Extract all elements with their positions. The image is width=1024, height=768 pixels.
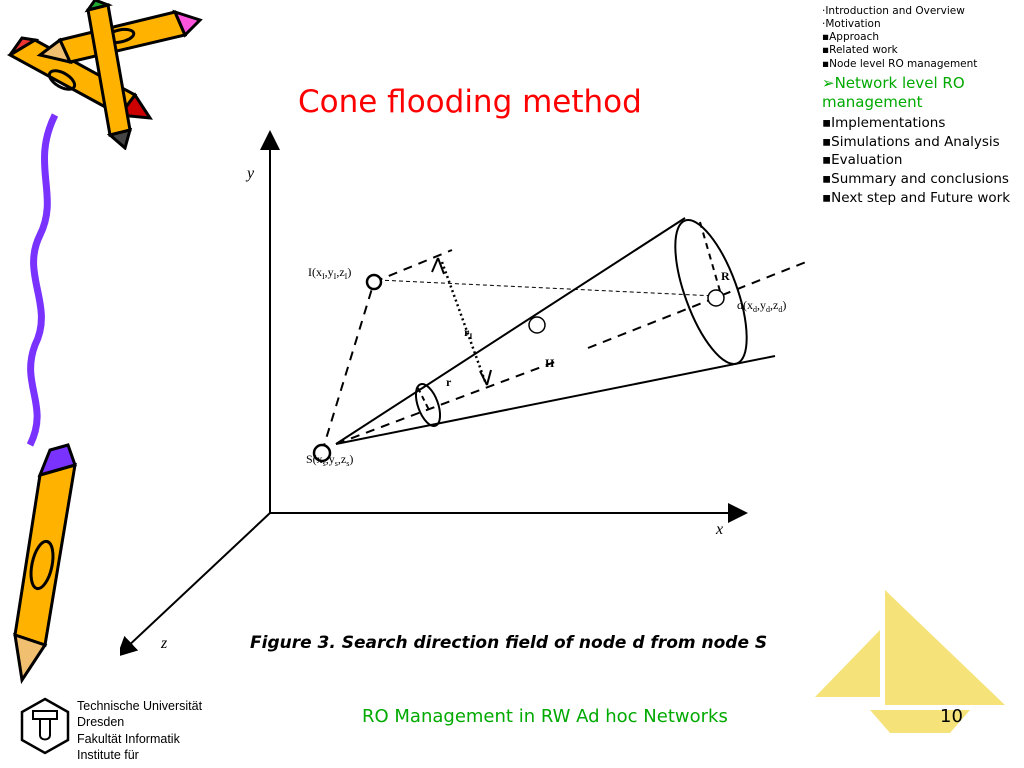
university-line-1: Technische Universität bbox=[77, 699, 203, 713]
arrowhead-top bbox=[431, 257, 445, 275]
axis-dashed-line bbox=[335, 359, 561, 445]
scribble-and-pencil bbox=[13, 113, 77, 685]
slide-title: Cone flooding method bbox=[298, 84, 642, 120]
axis-dashed-line-2 bbox=[587, 261, 807, 349]
figure-caption: Figure 3. Search direction field of node… bbox=[250, 633, 768, 653]
agenda-item: ·Motivation bbox=[822, 18, 881, 31]
I-d-thin-dashed bbox=[377, 279, 717, 297]
university-line-4: Institute für bbox=[77, 747, 139, 762]
label-I: I(xI,yI,zI) bbox=[308, 265, 351, 281]
agenda-item: ▪Implementations bbox=[822, 114, 946, 131]
university-line-3: Fakultät Informatik bbox=[77, 731, 180, 746]
label-R: R bbox=[721, 269, 730, 283]
node-I bbox=[365, 273, 383, 291]
node-S bbox=[312, 443, 332, 463]
pencil-icon bbox=[13, 443, 77, 685]
node-d bbox=[707, 289, 725, 307]
cone-diagram: y x z I(xI,yI,zI) S(xs,ys,zs) d(xd,yd,zd… bbox=[120, 130, 807, 657]
axis-label-x: x bbox=[715, 521, 723, 538]
label-H: H bbox=[545, 356, 555, 370]
node-mid bbox=[528, 316, 546, 334]
pencil-icon bbox=[84, 0, 133, 150]
cone-small-section bbox=[414, 383, 442, 427]
label-d: d(xd,yd,zd) bbox=[737, 298, 786, 314]
cone-edge-upper bbox=[335, 217, 686, 445]
agenda-item: ▪Node level RO management bbox=[822, 57, 978, 70]
I-dashed bbox=[373, 249, 453, 283]
agenda-list: ·Introduction and Overview·Motivation▪Ap… bbox=[822, 5, 1022, 207]
z-axis bbox=[120, 512, 271, 657]
sailboat-logo bbox=[815, 590, 1005, 733]
label-r: r bbox=[446, 375, 452, 389]
university-line-2: Dresden bbox=[77, 715, 125, 730]
agenda-item: ·Introduction and Overview bbox=[822, 5, 965, 17]
agenda-item: ➢Network level RO management bbox=[822, 73, 965, 112]
pencils-top-left bbox=[6, 0, 203, 150]
page-number: 10 bbox=[940, 706, 963, 727]
agenda-item: ▪Summary and conclusions bbox=[822, 171, 1009, 188]
university-name: Technische Universität Dresden Fakultät … bbox=[77, 698, 202, 763]
agenda-item: ▪Evaluation bbox=[822, 152, 903, 169]
footer-title: RO Management in RW Ad hoc Networks bbox=[362, 706, 728, 727]
rI-dotted-arrow bbox=[440, 261, 488, 385]
axis-label-z: z bbox=[160, 635, 168, 652]
r-dashed bbox=[417, 387, 431, 413]
agenda-item: ▪Related work bbox=[822, 44, 898, 57]
label-S: S(xs,ys,zs) bbox=[306, 452, 353, 468]
agenda-item: ▪Next step and Future work bbox=[822, 190, 1011, 207]
cone-base bbox=[674, 219, 748, 365]
S-I-dashed bbox=[321, 281, 375, 453]
arrowhead-bottom bbox=[479, 369, 492, 386]
pencil-icon bbox=[36, 9, 203, 65]
agenda-item: ▪Simulations and Analysis bbox=[822, 133, 1000, 150]
R-dashed bbox=[699, 221, 723, 299]
label-rI: rI bbox=[464, 325, 472, 341]
cone-edge-lower bbox=[335, 355, 776, 445]
axis-label-y: y bbox=[245, 165, 255, 182]
agenda-item: ▪Approach bbox=[822, 31, 880, 44]
tu-dresden-logo bbox=[20, 697, 70, 755]
